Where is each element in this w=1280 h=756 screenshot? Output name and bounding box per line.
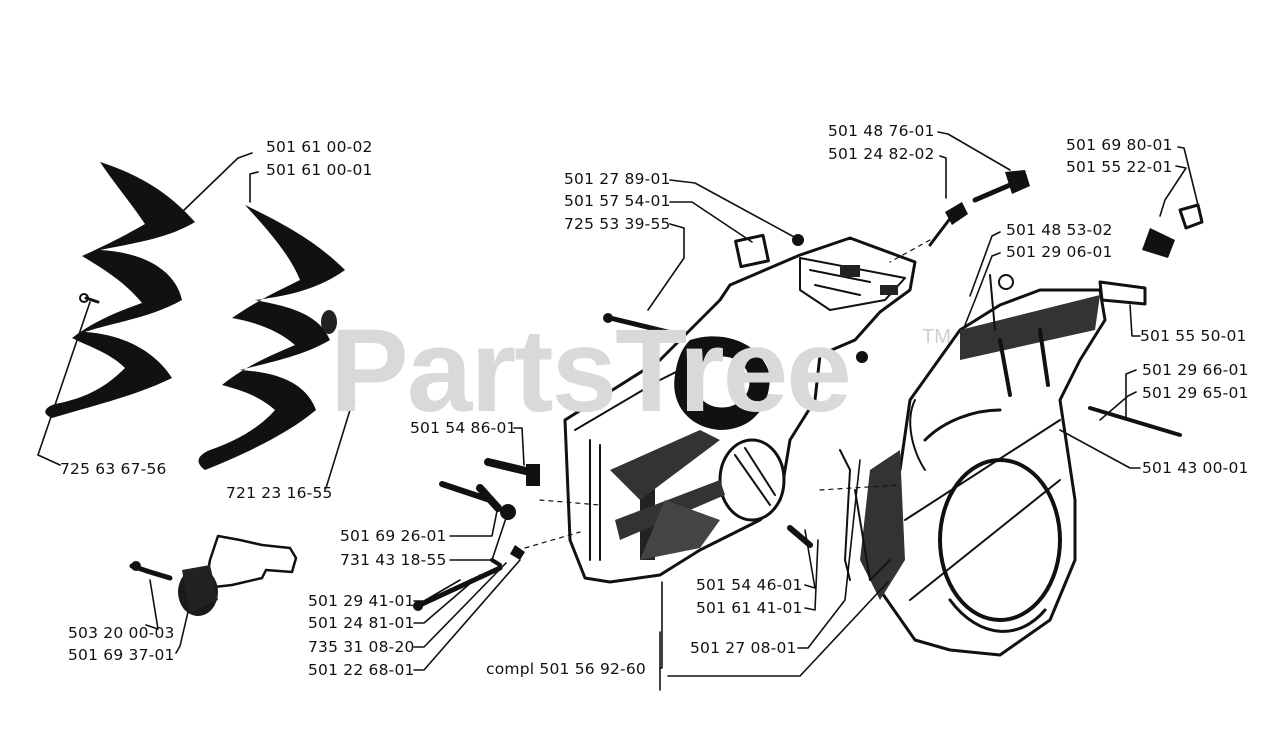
callout-30: compl 501 56 92-60 <box>486 660 646 678</box>
guard-plate-left-icon <box>45 162 195 418</box>
callout-17: 501 43 00-01 <box>1142 459 1249 477</box>
callout-27: 501 54 46-01 <box>696 576 803 594</box>
callout-9: 501 24 82-02 <box>828 145 935 163</box>
callout-26: 501 69 37-01 <box>68 646 175 664</box>
callout-20: 731 43 18-55 <box>340 551 447 569</box>
callout-18: 501 54 86-01 <box>410 419 517 437</box>
callout-16: 501 29 65-01 <box>1142 384 1249 402</box>
callout-22: 501 24 81-01 <box>308 614 415 632</box>
callout-10: 501 69 80-01 <box>1066 136 1173 154</box>
callout-1: 501 61 00-02 <box>266 138 373 156</box>
callout-11: 501 55 22-01 <box>1066 158 1173 176</box>
callout-28: 501 61 41-01 <box>696 599 803 617</box>
callout-15: 501 29 66-01 <box>1142 361 1249 379</box>
callout-3: 725 63 67-56 <box>60 460 167 478</box>
callout-8: 501 48 76-01 <box>828 122 935 140</box>
callout-4: 721 23 16-55 <box>226 484 333 502</box>
callout-2: 501 61 00-01 <box>266 161 373 179</box>
callout-14: 501 55 50-01 <box>1140 327 1247 345</box>
callout-6: 501 57 54-01 <box>564 192 671 210</box>
guard-plate-right-icon <box>198 205 345 470</box>
watermark-trademark: TM <box>922 326 951 348</box>
watermark: PartsTree <box>330 305 852 437</box>
callout-29: 501 27 08-01 <box>690 639 797 657</box>
callout-23: 735 31 08-20 <box>308 638 415 656</box>
callout-21: 501 29 41-01 <box>308 592 415 610</box>
callout-19: 501 69 26-01 <box>340 527 447 545</box>
callout-12: 501 48 53-02 <box>1006 221 1113 239</box>
callout-5: 501 27 89-01 <box>564 170 671 188</box>
callout-24: 501 22 68-01 <box>308 661 415 679</box>
tensioner-plate-icon <box>203 534 298 590</box>
callout-13: 501 29 06-01 <box>1006 243 1113 261</box>
callout-25: 503 20 00-03 <box>68 624 175 642</box>
callout-7: 725 53 39-55 <box>564 215 671 233</box>
